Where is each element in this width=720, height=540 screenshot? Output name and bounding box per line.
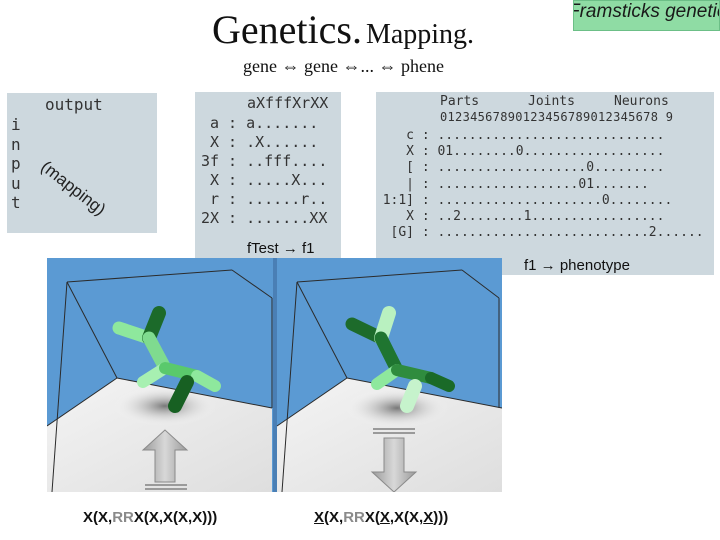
phenotype-row-map: .....................0........ (437, 192, 673, 208)
phenotype-row-map: ..2........1................. (437, 209, 665, 225)
phenotype-row: X : ..2........1................. (380, 209, 704, 225)
genotype-left: X(X,RRX(X,X(X,X))) (83, 509, 217, 526)
phenotype-row-separator: : (414, 209, 438, 225)
phenotype-row: X : 01........0.................. (380, 144, 704, 160)
f1-row: X : .X...... (199, 133, 327, 152)
f1-row: 2X : .......XX (199, 209, 327, 228)
phenotype-row-map: 01........0.................. (437, 144, 665, 160)
framsticks-badge: Framsticks genetic (573, 0, 720, 31)
phenotype-row: [ : ...................0......... (380, 160, 704, 176)
phenotype-row: | : ..................01....... (380, 177, 704, 193)
phenotype-row-key: [G] (390, 225, 414, 241)
f1-row-gene: X (209, 171, 219, 189)
input-label: input (11, 115, 21, 212)
phenotype-caption: f1 → phenotype (524, 257, 630, 274)
genotype-right-part-3: RR (343, 509, 365, 526)
phenotype-row-map: ...................0......... (437, 160, 665, 176)
phenotype-row: c : ............................. (380, 128, 704, 144)
f1-row-map: a....... (246, 114, 319, 132)
f1-caption: fTest → f1 (247, 240, 315, 257)
phenotype-row-key: | (406, 176, 414, 192)
phenotype-row-separator: : (414, 225, 438, 241)
f1-row-gene: 2X (200, 209, 219, 227)
left-shadow (113, 386, 217, 426)
genotype-left-part-1: X(X, (83, 509, 113, 526)
f1-row-gene: 3f (200, 152, 219, 170)
left-up-arrow (141, 429, 189, 490)
phenotype-rows: c : .............................X : 01.… (380, 128, 704, 241)
phenotype-row-key: X (406, 144, 414, 160)
f1-row-gene: a (209, 114, 219, 132)
f1-row: r : ......r.. (199, 190, 327, 209)
genotype-right-part-7: X (423, 509, 434, 526)
right-box (276, 269, 502, 492)
genotype-right-part-8: ))) (433, 509, 449, 526)
phenotype-panel: Parts Joints Neurons 012345678901234567890… (376, 92, 714, 275)
right-creature (345, 306, 455, 413)
phenotype-row-separator: : (414, 144, 438, 160)
phenotype-header-parts: Parts (440, 94, 480, 109)
f1-row-gene: r (209, 190, 219, 208)
f1-row-separator: : (219, 133, 247, 151)
genotype-right-part-4: X( (364, 509, 380, 526)
view-divider (273, 258, 277, 492)
phenotype-row: 1:1] : .....................0........ (380, 193, 704, 209)
phenotype-row-map: ...........................2...... (437, 225, 704, 241)
phenotype-header-neurons: Neurons (614, 94, 669, 109)
f1-row-map: .X...... (246, 133, 319, 151)
right-down-arrow (370, 428, 418, 492)
f1-row-map: ..fff.... (246, 152, 328, 170)
scene-graphic (47, 258, 502, 492)
genotype-right: X(X,RRX(X,X(X,X))) (314, 509, 448, 526)
phenotype-row-separator: : (414, 192, 438, 208)
phenotype-row: [G] : ...........................2...... (380, 225, 704, 241)
title-sub: Mapping. (365, 19, 475, 50)
f1-mapping-panel: aXfffXrXX a : a.......X : .X......3f : .… (195, 92, 341, 260)
badge-label: Framsticks genetic (573, 1, 720, 22)
slide-subtitle: gene ⇔ gene ⇔... ⇔ phene (243, 56, 444, 76)
left-creature (112, 306, 221, 413)
genotype-right-part-2: (X, (324, 509, 344, 526)
phenotype-digits: 01234567890123456789012345678 9 (440, 110, 674, 124)
phenotype-row-map: ............................. (437, 128, 665, 143)
phenotype-header-joints: Joints (528, 94, 575, 109)
phenotype-row-key: c (406, 128, 414, 143)
phenotype-row-separator: : (414, 160, 438, 176)
genotype-right-part-1: X (314, 509, 325, 526)
output-label: output (45, 95, 103, 114)
f1-header: aXfffXrXX (247, 94, 329, 112)
left-view (47, 269, 273, 492)
f1-row-separator: : (219, 114, 247, 132)
phenotype-row-key: 1:1] (382, 192, 414, 208)
f1-row-gene: X (209, 133, 219, 151)
title-main: Genetics. (212, 7, 362, 52)
f1-row-map: .....X... (246, 171, 328, 189)
f1-row-separator: : (219, 190, 247, 208)
f1-row: X : .....X... (199, 171, 327, 190)
f1-row-map: .......XX (246, 209, 328, 227)
right-shadow (345, 388, 449, 428)
mapping-panel: output input (mapping) (7, 93, 157, 233)
f1-row-separator: : (219, 171, 247, 189)
phenotype-row-map: ..................01....... (437, 176, 649, 192)
phenotype-row-key: X (406, 209, 414, 225)
f1-row-separator: : (219, 152, 247, 170)
phenotype-row-separator: : (414, 128, 438, 143)
f1-row-separator: : (219, 209, 247, 227)
genotype-left-part-2: RR (112, 509, 134, 526)
creature-scene (47, 258, 502, 492)
genotype-right-part-6: ,X(X, (389, 509, 424, 526)
slide-title: Genetics. Mapping. (212, 6, 474, 53)
f1-row: 3f : ..fff.... (199, 152, 327, 171)
mapping-label: (mapping) (37, 157, 110, 220)
genotype-left-part-3: X(X,X(X,X))) (133, 509, 218, 526)
right-view (276, 269, 502, 492)
f1-row-map: ......r.. (246, 190, 328, 208)
f1-row: a : a....... (199, 114, 327, 133)
f1-rows: a : a.......X : .X......3f : ..fff....X … (199, 114, 327, 228)
genotype-right-part-5: X (379, 509, 390, 526)
left-box (47, 269, 273, 492)
phenotype-row-key: [ (406, 160, 414, 176)
phenotype-row-separator: : (414, 176, 438, 192)
